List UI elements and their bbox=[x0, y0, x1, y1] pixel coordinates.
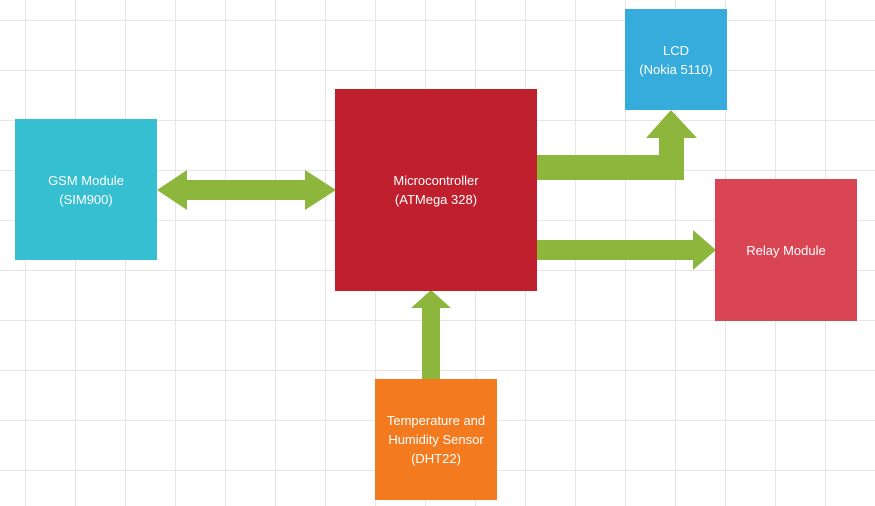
sensor-label-line1: Temperature and bbox=[386, 413, 486, 428]
gsm-microcontroller-bidirectional-arrow bbox=[157, 170, 336, 210]
microcontroller-to-lcd-arrow bbox=[536, 110, 697, 180]
sensor-to-microcontroller-arrow bbox=[411, 290, 451, 380]
sensor-label-line2: Humidity Sensor bbox=[388, 432, 484, 447]
microcontroller-block: Microcontroller (ATMega 328) bbox=[335, 89, 537, 291]
lcd-label: LCD bbox=[662, 42, 689, 58]
lcd-model: (Nokia 5110) bbox=[639, 61, 713, 77]
microcontroller-to-relay-arrow bbox=[536, 230, 716, 270]
gsm-module-block: GSM Module (SIM900) bbox=[15, 119, 157, 260]
microcontroller-label: Microcontroller bbox=[393, 173, 479, 188]
gsm-module-model: (SIM900) bbox=[59, 191, 113, 207]
sensor-block: Temperature and Humidity Sensor (DHT22) bbox=[375, 379, 497, 500]
sensor-model: (DHT22) bbox=[411, 451, 461, 466]
relay-module-block: Relay Module bbox=[715, 179, 857, 321]
gsm-module-label: GSM Module bbox=[48, 172, 124, 188]
lcd-block: LCD (Nokia 5110) bbox=[625, 9, 727, 110]
relay-module-label: Relay Module bbox=[746, 242, 826, 258]
microcontroller-model: (ATMega 328) bbox=[394, 192, 478, 207]
